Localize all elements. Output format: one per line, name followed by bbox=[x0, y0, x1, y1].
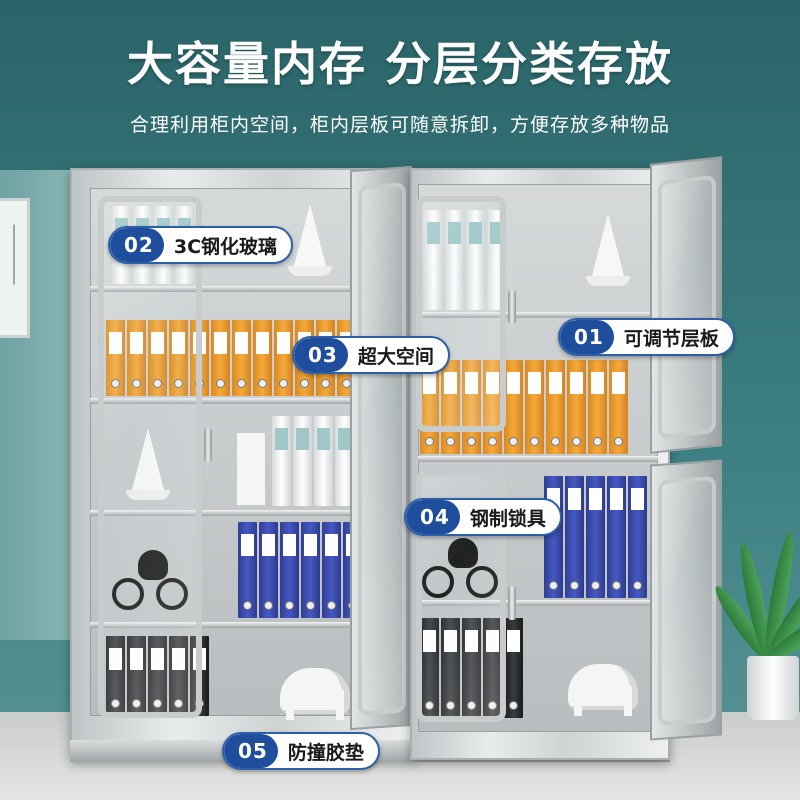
feature-tag-steel-lock: 04 钢制锁具 bbox=[404, 498, 562, 536]
shelf bbox=[418, 456, 658, 462]
shelf bbox=[418, 600, 658, 606]
shelf bbox=[418, 312, 658, 318]
cyclist-ornament bbox=[422, 538, 502, 598]
feature-label: 可调节层板 bbox=[623, 327, 719, 350]
door-handle[interactable] bbox=[508, 290, 516, 324]
black-binders bbox=[420, 618, 523, 718]
feature-label: 3C钢化玻璃 bbox=[173, 235, 278, 258]
feature-label: 防撞胶垫 bbox=[287, 741, 364, 764]
feature-label: 超大空间 bbox=[357, 345, 434, 368]
feature-number: 03 bbox=[294, 338, 348, 372]
feature-tag-tempered-glass: 02 3C钢化玻璃 bbox=[108, 226, 294, 264]
headline: 大容量内存 分层分类存放 bbox=[126, 37, 673, 91]
blue-binders bbox=[544, 476, 647, 598]
feature-number: 04 bbox=[406, 500, 460, 534]
glass-door-left[interactable] bbox=[98, 196, 202, 718]
open-glass-door[interactable] bbox=[350, 165, 412, 731]
orange-binders bbox=[420, 360, 628, 454]
glass-door-upper[interactable] bbox=[416, 196, 506, 432]
blue-binders bbox=[238, 522, 362, 618]
black-binders bbox=[106, 636, 209, 716]
shelf bbox=[90, 622, 396, 628]
archive-box bbox=[236, 432, 266, 506]
archive-boxes bbox=[272, 416, 354, 506]
shelf bbox=[90, 510, 396, 516]
door-handle[interactable] bbox=[508, 586, 516, 620]
open-door-glass bbox=[358, 182, 406, 716]
open-door-glass bbox=[658, 475, 716, 726]
shelf bbox=[90, 286, 396, 292]
cyclist-ornament bbox=[112, 550, 192, 610]
open-glass-door-upper[interactable] bbox=[650, 156, 722, 454]
potted-plant bbox=[709, 460, 800, 720]
feature-label: 钢制锁具 bbox=[469, 507, 546, 530]
subheadline: 合理利用柜内空间，柜内层板可随意拆卸，方便存放多种物品 bbox=[129, 114, 670, 136]
open-glass-door-lower[interactable] bbox=[650, 459, 722, 741]
shelf bbox=[90, 398, 396, 404]
right-cabinet bbox=[410, 168, 670, 760]
bull-ornament bbox=[280, 668, 350, 720]
feature-tag-large-space: 03 超大空间 bbox=[292, 336, 450, 374]
feature-number: 05 bbox=[224, 734, 278, 768]
door-handle[interactable] bbox=[204, 428, 212, 462]
feature-number: 01 bbox=[560, 320, 614, 354]
feature-number: 02 bbox=[110, 228, 164, 262]
bull-ornament bbox=[568, 664, 638, 716]
archive-boxes bbox=[424, 210, 506, 310]
feature-tag-adjustable-shelf: 01 可调节层板 bbox=[558, 318, 735, 356]
open-door-glass bbox=[658, 174, 716, 439]
wall-picture-frame bbox=[0, 198, 30, 338]
feature-tag-bumper-pad: 05 防撞胶垫 bbox=[222, 732, 380, 770]
